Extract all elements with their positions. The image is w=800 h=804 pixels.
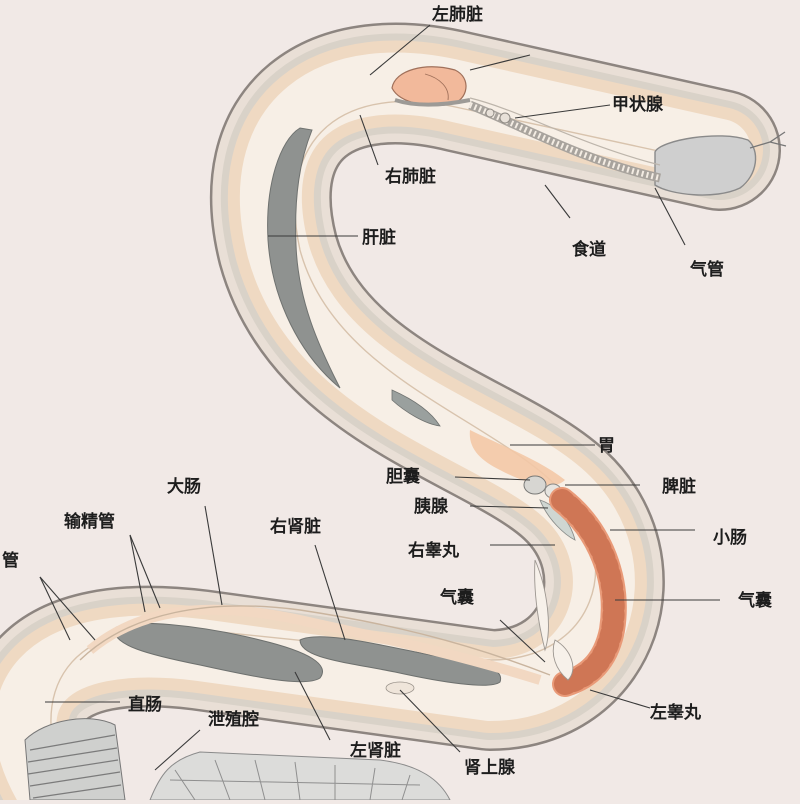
thyroid-organ (499, 112, 511, 124)
label-air-sac-left: 气囊 (439, 587, 474, 608)
left-testis-organ (552, 639, 574, 681)
right-lung-organ (394, 98, 471, 107)
label-rectum: 直肠 (128, 694, 162, 715)
lung-region (391, 66, 511, 124)
label-ureter-partial: 管 (2, 550, 19, 571)
label-esophagus: 食道 (572, 239, 606, 260)
liver-tail (391, 389, 441, 427)
head-shape (654, 135, 757, 196)
small-intestine-organ (549, 487, 627, 697)
adrenal-organ (385, 681, 415, 695)
label-liver: 肝脏 (362, 227, 396, 248)
label-pancreas: 胰腺 (414, 496, 449, 517)
label-gallbladder: 胆囊 (386, 466, 420, 487)
vas-deferens-organ (79, 605, 551, 676)
label-spleen: 脾脏 (662, 476, 696, 497)
left-kidney-organ (114, 622, 323, 683)
anatomy-labels: 左肺脏 甲状腺 右肺脏 肝脏 食道 气管 胃 胆囊 脾脏 胰腺 小肠 右睾丸 气… (2, 4, 772, 778)
right-kidney-organ (299, 636, 502, 686)
tongue (749, 131, 787, 149)
liver-organ (267, 127, 341, 389)
label-right-lung: 右肺脏 (385, 166, 436, 187)
tail-scales (24, 718, 451, 801)
stomach-organ (469, 430, 565, 486)
label-stomach: 胃 (598, 436, 615, 456)
label-small-intestine: 小肠 (713, 528, 747, 548)
label-left-kidney: 左肾脏 (350, 740, 401, 761)
snake-body (0, 22, 781, 804)
label-vas-deferens: 输精管 (64, 511, 115, 532)
gallbladder-organ (523, 475, 547, 495)
leader-lines (39, 24, 720, 771)
label-large-intestine: 大肠 (167, 476, 201, 497)
snake-head (654, 131, 787, 196)
label-right-kidney: 右肾脏 (270, 516, 321, 537)
label-cloaca: 泄殖腔 (208, 709, 259, 730)
large-intestine-organ (86, 604, 542, 685)
right-testis-organ (534, 559, 549, 652)
label-left-testis: 左睾丸 (650, 702, 702, 723)
label-left-lung: 左肺脏 (432, 4, 483, 25)
label-right-testis: 右睾丸 (408, 540, 460, 561)
label-air-sac-right: 气囊 (737, 590, 772, 611)
label-adrenal: 肾上腺 (464, 757, 516, 778)
label-thyroid: 甲状腺 (612, 94, 664, 115)
label-trachea: 气管 (689, 259, 724, 280)
